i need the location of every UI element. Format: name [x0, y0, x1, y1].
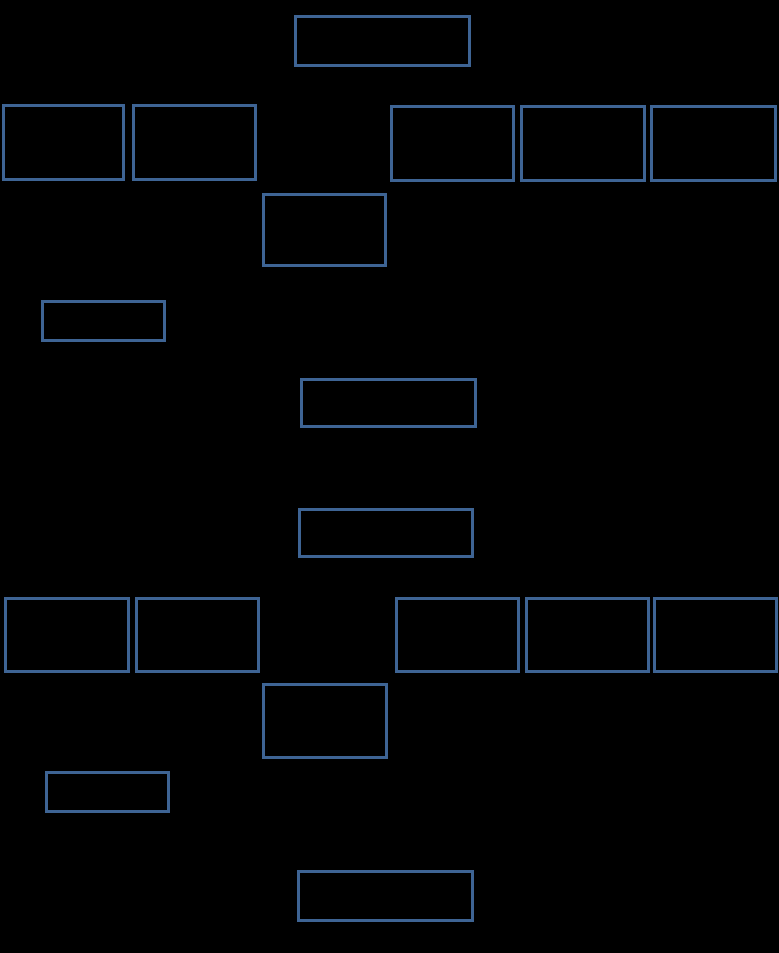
flowchart-box-lower-right-box-2 — [525, 597, 650, 673]
flowchart-box-upper-right-box-2 — [520, 105, 646, 182]
flowchart-box-upper-right-box-1 — [390, 105, 515, 182]
flowchart-box-upper-right-box-3 — [650, 105, 777, 182]
flowchart-box-lower-right-box-1 — [395, 597, 520, 673]
flowchart-box-top-box — [294, 15, 471, 67]
flowchart-box-lower-right-box-3 — [653, 597, 778, 673]
flowchart-box-bottom-box — [297, 870, 474, 922]
flowchart-box-upper-small-box — [41, 300, 166, 342]
flowchart-box-upper-left-box-1 — [2, 104, 125, 181]
flowchart-box-lower-small-box — [45, 771, 170, 813]
flowchart-box-lower-center-box — [298, 508, 474, 558]
flowchart-box-upper-middle-box — [262, 193, 387, 267]
flowchart-box-upper-left-box-2 — [132, 104, 257, 181]
flowchart-box-lower-middle-box — [262, 683, 388, 759]
flowchart-box-lower-left-box-2 — [135, 597, 260, 673]
flowchart-box-upper-center-box — [300, 378, 477, 428]
flowchart-box-lower-left-box-1 — [4, 597, 130, 673]
